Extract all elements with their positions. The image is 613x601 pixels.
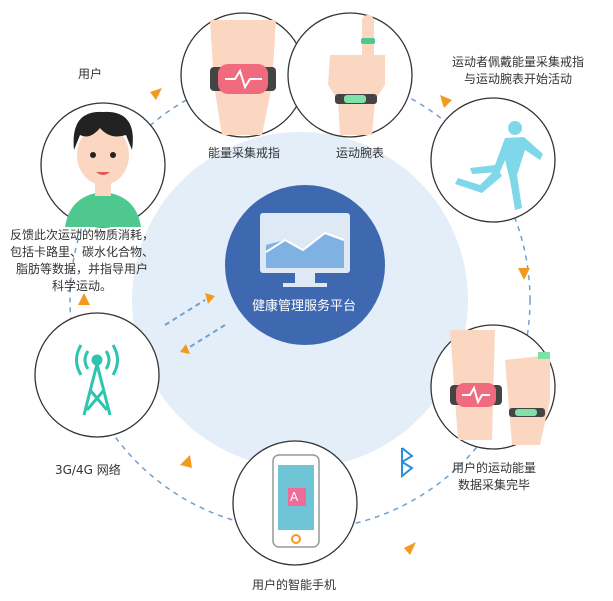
cycle-arrows — [78, 88, 530, 555]
label-watch: 运动腕表 — [336, 146, 385, 160]
tower-node — [34, 312, 160, 438]
cell-tower-icon — [75, 344, 119, 416]
watch-hand-icon — [328, 15, 385, 135]
arrow-icon — [518, 268, 530, 280]
label-network: 3G/4G 网络 — [55, 463, 121, 477]
collected-hands-icon — [450, 330, 550, 445]
data-link — [164, 299, 226, 351]
label-feedback-line: 脂肪等数据，并指导用户 — [16, 262, 149, 276]
arrow-icon — [180, 455, 192, 468]
label-feedback-line: 科学运动。 — [52, 279, 113, 293]
arrow-icon — [180, 344, 190, 354]
label-collected: 用户的运动能量 数据采集完毕 — [452, 460, 536, 494]
arrow-icon — [78, 293, 90, 305]
arrow-icon — [404, 542, 416, 555]
smartphone-icon — [272, 454, 320, 548]
ring-hand-icon — [210, 20, 276, 135]
label-phone: 用户的智能手机 — [252, 578, 337, 592]
label-start-line: 与运动腕表开始活动 — [464, 72, 573, 86]
platform-node — [225, 185, 385, 345]
label-collected-line: 用户的运动能量 — [452, 461, 537, 475]
label-platform: 健康管理服务平台 — [252, 299, 357, 314]
label-ring: 能量采集戒指 — [208, 146, 281, 160]
label-user: 用户 — [78, 67, 103, 81]
phone-app-letter: A — [290, 490, 299, 504]
runner-icon — [455, 121, 543, 210]
label-feedback-line: 包括卡路里、碳水化合物、 — [10, 245, 155, 259]
bluetooth-icon — [401, 447, 414, 479]
label-start: 运动者佩戴能量采集戒指 与运动腕表开始活动 — [452, 54, 584, 88]
runner-node — [430, 97, 556, 223]
label-feedback: 反馈此次运动的物质消耗， 包括卡路里、碳水化合物、 脂肪等数据，并指导用户 科学… — [10, 227, 154, 295]
user-avatar-icon — [65, 111, 141, 227]
label-collected-line: 数据采集完毕 — [458, 478, 531, 492]
arrow-icon — [205, 293, 215, 304]
label-start-line: 运动者佩戴能量采集戒指 — [452, 55, 585, 69]
arrow-icon — [150, 88, 162, 100]
arrow-icon — [440, 95, 452, 108]
label-feedback-line: 反馈此次运动的物质消耗， — [10, 228, 155, 242]
